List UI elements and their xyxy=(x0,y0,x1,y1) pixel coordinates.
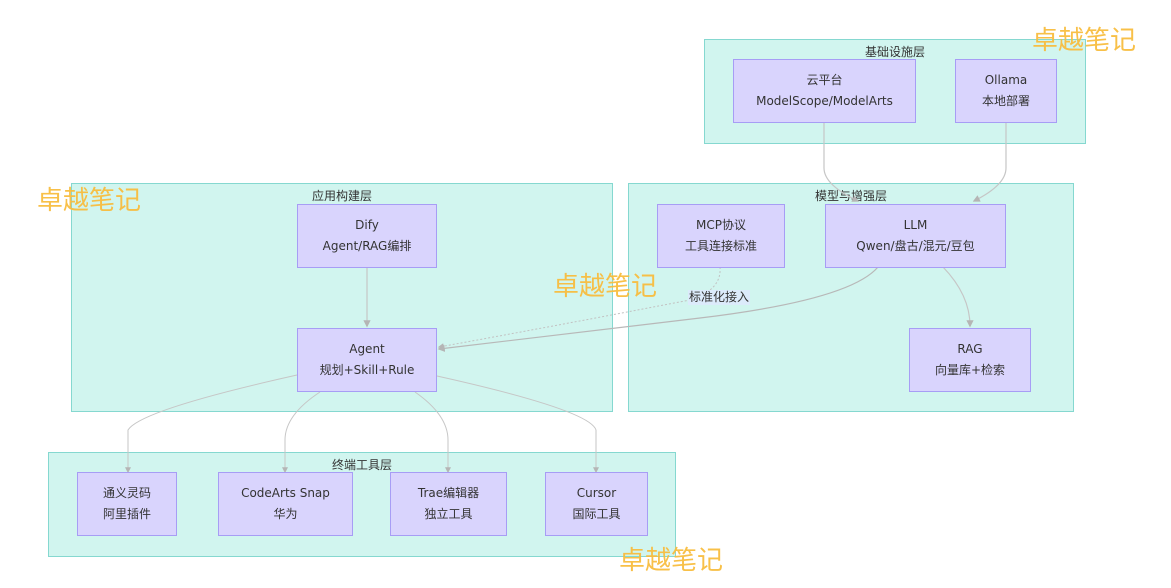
node-llm[interactable]: LLM Qwen/盘古/混元/豆包 xyxy=(825,204,1006,268)
node-title: RAG xyxy=(957,342,983,356)
edge-label-standardized-access: 标准化接入 xyxy=(688,290,751,305)
node-subtitle: 向量库+检索 xyxy=(934,363,1006,377)
node-title: Ollama xyxy=(984,73,1028,87)
node-subtitle: 规划+Skill+Rule xyxy=(319,363,415,377)
node-subtitle: 本地部署 xyxy=(981,94,1030,108)
node-title: MCP协议 xyxy=(696,218,746,232)
node-subtitle: 工具连接标准 xyxy=(684,239,757,253)
node-title: Trae编辑器 xyxy=(417,486,480,500)
node-title: 云平台 xyxy=(806,73,843,87)
node-subtitle: Qwen/盘古/混元/豆包 xyxy=(856,239,975,253)
node-codearts-snap[interactable]: CodeArts Snap 华为 xyxy=(218,472,353,536)
node-agent[interactable]: Agent 规划+Skill+Rule xyxy=(297,328,437,392)
node-cursor[interactable]: Cursor 国际工具 xyxy=(545,472,648,536)
node-dify[interactable]: Dify Agent/RAG编排 xyxy=(297,204,437,268)
watermark: 卓越笔记 xyxy=(37,186,142,216)
layer-title: 基础设施层 xyxy=(864,45,925,59)
layer-title: 终端工具层 xyxy=(331,458,392,472)
node-title: LLM xyxy=(903,218,928,232)
node-trae-editor[interactable]: Trae编辑器 独立工具 xyxy=(390,472,507,536)
node-title: CodeArts Snap xyxy=(241,486,330,500)
layer-title: 模型与增强层 xyxy=(814,189,887,203)
node-subtitle: 华为 xyxy=(273,507,298,521)
layer-title: 应用构建层 xyxy=(311,189,372,203)
node-subtitle: Agent/RAG编排 xyxy=(322,239,412,253)
node-subtitle: 阿里插件 xyxy=(102,507,151,521)
node-mcp-protocol[interactable]: MCP协议 工具连接标准 xyxy=(657,204,785,268)
watermark: 卓越笔记 xyxy=(619,546,724,576)
node-title: Agent xyxy=(349,342,385,356)
node-subtitle: 国际工具 xyxy=(572,507,621,521)
node-subtitle: ModelScope/ModelArts xyxy=(756,94,893,108)
node-title: 通义灵码 xyxy=(102,486,151,500)
node-title: Cursor xyxy=(576,486,617,500)
watermark: 卓越笔记 xyxy=(1032,26,1137,56)
node-tongyi-lingma[interactable]: 通义灵码 阿里插件 xyxy=(77,472,177,536)
node-cloud-platform[interactable]: 云平台 ModelScope/ModelArts xyxy=(733,59,916,123)
node-subtitle: 独立工具 xyxy=(424,507,473,521)
watermark: 卓越笔记 xyxy=(553,272,658,302)
node-rag[interactable]: RAG 向量库+检索 xyxy=(909,328,1031,392)
node-ollama[interactable]: Ollama 本地部署 xyxy=(955,59,1057,123)
node-title: Dify xyxy=(355,218,379,232)
